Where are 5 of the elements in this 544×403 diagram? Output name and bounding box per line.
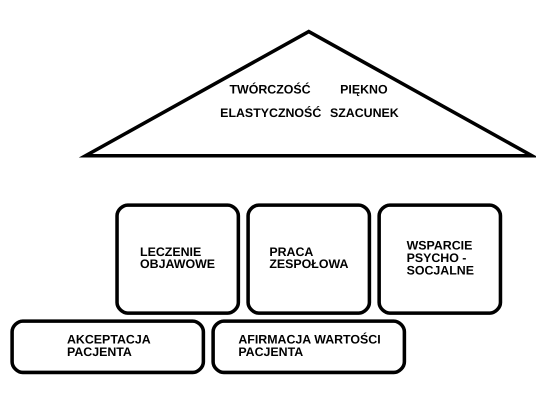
node-box: PRACA ZESPOŁOWA <box>246 202 372 314</box>
node-box: WSPARCIE PSYCHO - SOCJALNE <box>377 202 502 314</box>
node-box: LECZENIE OBJAWOWE <box>115 202 240 314</box>
node-box: AKCEPTACJA PACJENTA <box>10 318 206 374</box>
node-box: AFIRMACJA WARTOŚCI PACJENTA <box>211 318 406 374</box>
